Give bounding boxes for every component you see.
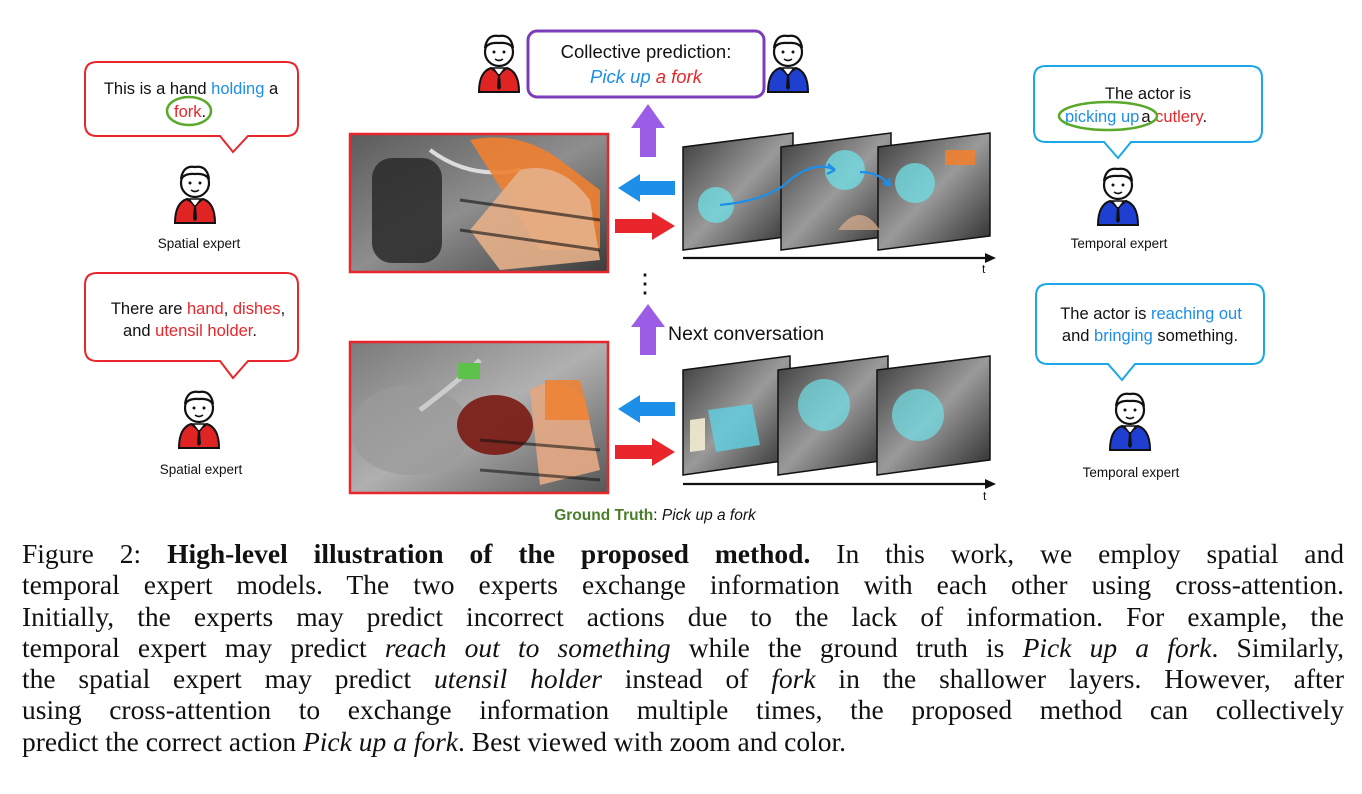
caption-line-6: using cross-attention to exchange inform… (22, 694, 1344, 726)
time-axis-top-label: t (982, 262, 986, 276)
blue-left-arrow-bottom (618, 395, 675, 423)
blue-left-arrow-top (618, 174, 675, 202)
temporal-frames-bottom (682, 355, 991, 476)
spatial-top-line2: fork. (174, 103, 206, 121)
collective-verb: Pick up (590, 66, 651, 87)
spatial-frame-bottom (348, 340, 610, 495)
temporal-expert-small-avatar (766, 34, 810, 94)
caption-line-7: predict the correct action Pick up a for… (22, 725, 846, 757)
temporal-expert-bottom-label: Temporal expert (1083, 465, 1180, 480)
ground-truth: Ground Truth: Pick up a fork (554, 507, 757, 524)
spatial-expert-top-label: Spatial expert (158, 236, 241, 251)
spatial-bottom-line2: and utensil holder. (123, 322, 257, 340)
spatial-top-line1: This is a hand holding a (104, 80, 279, 98)
purple-up-arrow-top (631, 104, 665, 157)
caption-line-5: the spatial expert may predict utensil h… (22, 663, 1344, 695)
caption-label: Figure 2: (22, 538, 168, 569)
caption-bold-title: High-level illustration of the proposed … (167, 538, 811, 569)
temporal-frames-top (682, 132, 991, 251)
temporal-expert-bottom-avatar (1108, 392, 1152, 452)
purple-up-arrow-bottom (631, 304, 665, 355)
ellipsis: ⋮ (632, 268, 658, 298)
spatial-top-bubble: This is a hand holding a fork. (84, 61, 299, 154)
temporal-expert-top-label: Temporal expert (1071, 236, 1168, 251)
spatial-expert-top-avatar (173, 165, 217, 225)
temporal-expert-top-avatar (1096, 167, 1140, 227)
temporal-top-line1: The actor is (1105, 85, 1191, 103)
spatial-frame-top (348, 132, 610, 274)
caption-line-2: temporal expert models. The two experts … (22, 569, 1344, 601)
caption-line-4: temporal expert may predict reach out to… (22, 631, 1345, 663)
collective-title: Collective prediction: (561, 41, 732, 62)
collective-object: a fork (656, 66, 704, 87)
spatial-expert-bottom-label: Spatial expert (160, 462, 243, 477)
caption-line-1: Figure 2: High-level illustration of the… (22, 538, 1344, 569)
temporal-bottom-bubble: The actor is reaching out and bringing s… (1035, 283, 1265, 382)
picking-up-highlight-circle (1057, 100, 1159, 132)
fork-highlight-circle (165, 95, 213, 127)
spatial-expert-small-avatar (477, 34, 521, 94)
next-conversation-label: Next conversation (668, 323, 824, 345)
temporal-bottom-line1: The actor is reaching out (1060, 305, 1242, 323)
time-axis-bottom-label: t (983, 489, 987, 503)
temporal-bottom-line2: and bringing something. (1062, 327, 1238, 345)
red-right-arrow-bottom (615, 438, 675, 466)
spatial-expert-bottom-avatar (177, 390, 221, 450)
figure-caption: Figure 2: High-level illustration of the… (22, 538, 1344, 757)
red-right-arrow-top (615, 212, 675, 240)
spatial-bottom-bubble: There are hand, dishes, and utensil hold… (84, 272, 299, 380)
spatial-bottom-line1: There are hand, dishes, (111, 300, 285, 318)
caption-line-3: Initially, the experts may predict incor… (22, 600, 1344, 632)
